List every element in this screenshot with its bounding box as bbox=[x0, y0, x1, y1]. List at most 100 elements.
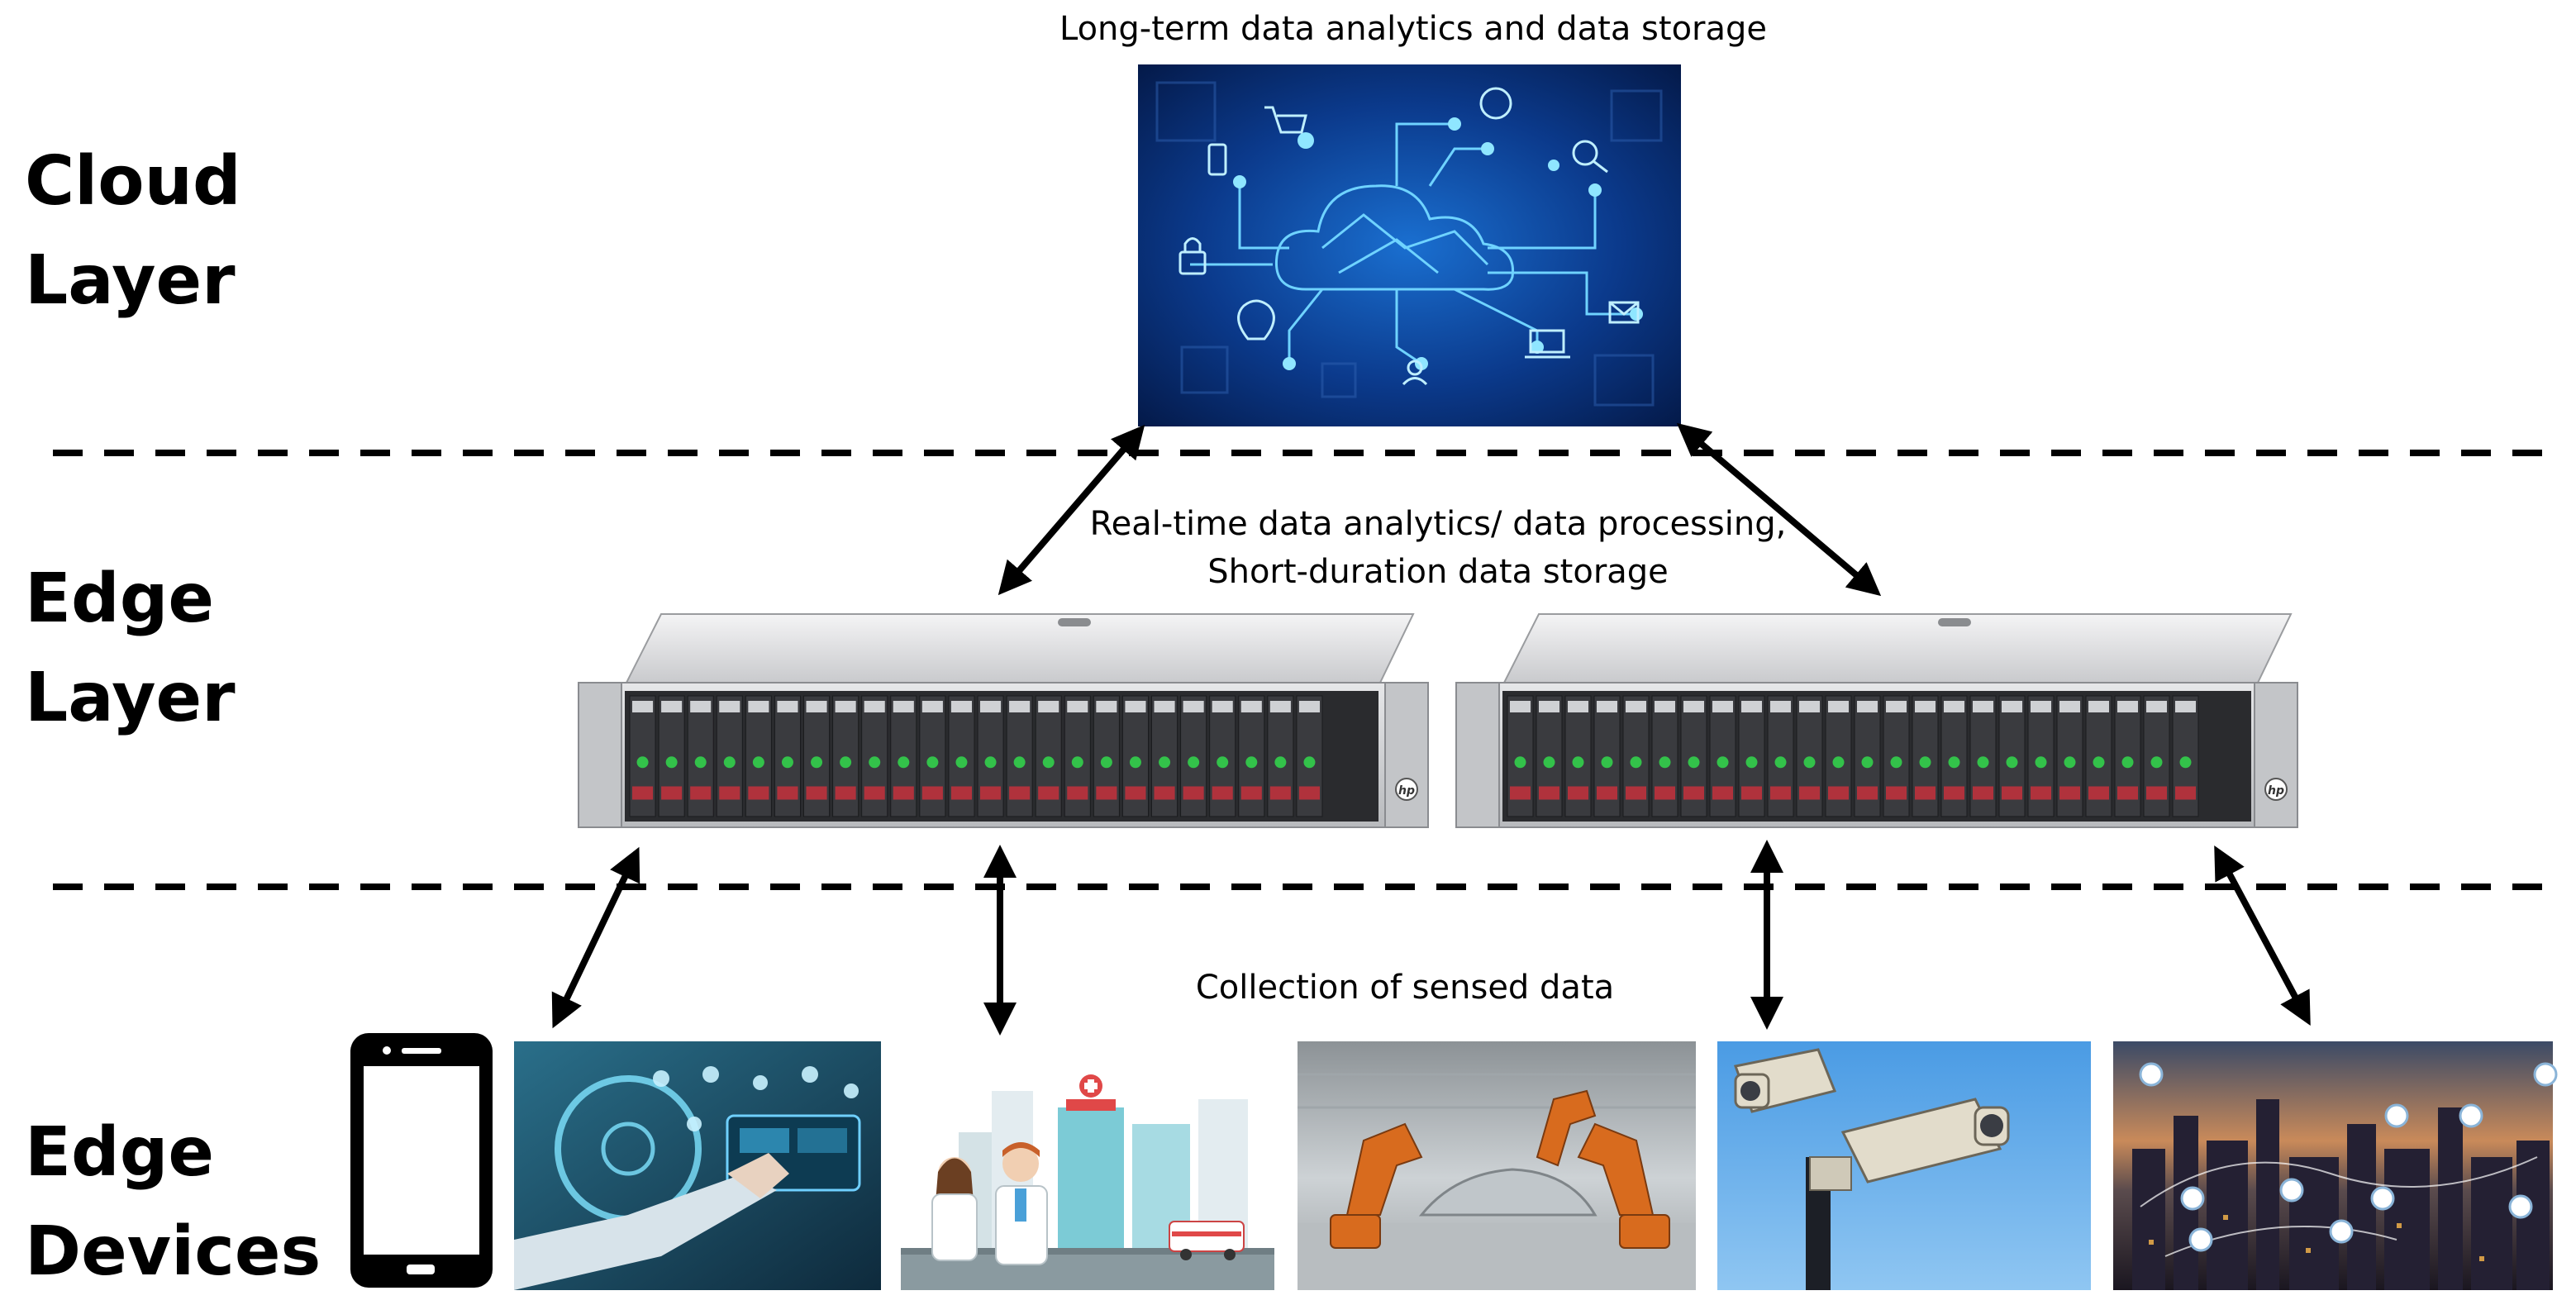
edge-devices-label-line2: Devices bbox=[25, 1212, 321, 1291]
drive-label bbox=[1212, 701, 1233, 712]
drive-pull-tab bbox=[1626, 786, 1646, 800]
drive-label bbox=[1886, 701, 1907, 712]
drive-status-led bbox=[840, 756, 852, 769]
drive-pull-tab bbox=[1799, 786, 1820, 800]
drive-pull-tab bbox=[1712, 786, 1733, 800]
drive-status-led bbox=[1745, 756, 1758, 769]
drive-status-led bbox=[752, 756, 764, 769]
drive-pull-tab bbox=[1298, 786, 1320, 800]
drive-pull-tab bbox=[1973, 786, 1993, 800]
drive-pull-tab bbox=[2002, 786, 2022, 800]
drive-label bbox=[661, 701, 683, 712]
drive-status-led bbox=[2035, 756, 2047, 769]
drive-status-led bbox=[781, 756, 793, 769]
drive-label bbox=[1096, 701, 1117, 712]
drive-label bbox=[1154, 701, 1175, 712]
hp-logo-icon: hp bbox=[2264, 778, 2288, 801]
globe-icon bbox=[1479, 87, 1512, 120]
drive-pull-tab bbox=[1212, 786, 1233, 800]
drive-label bbox=[950, 701, 972, 712]
drive-pull-tab bbox=[835, 786, 856, 800]
cloud-caption: Long-term data analytics and data storag… bbox=[1059, 10, 1767, 48]
drive-label bbox=[921, 701, 943, 712]
drive-status-led bbox=[869, 756, 881, 769]
drive-pull-tab bbox=[2175, 786, 2196, 800]
drive-label bbox=[2088, 701, 2109, 712]
drive-label bbox=[1183, 701, 1204, 712]
cloud-layer-label-line1: Cloud bbox=[25, 142, 241, 221]
drive-status-led bbox=[1630, 756, 1642, 769]
edge-layer-label-line1: Edge bbox=[25, 560, 215, 638]
drive-label bbox=[980, 701, 1002, 712]
drive-status-led bbox=[1659, 756, 1671, 769]
drive-status-led bbox=[1217, 756, 1229, 769]
drive-status-led bbox=[636, 756, 649, 769]
drive-status-led bbox=[1601, 756, 1613, 769]
magnifier-icon bbox=[1572, 140, 1598, 166]
drive-label bbox=[1038, 701, 1059, 712]
drive-label bbox=[2146, 701, 2167, 712]
drive-label bbox=[1741, 701, 1762, 712]
drive-status-led bbox=[2064, 756, 2076, 769]
drive-status-led bbox=[984, 756, 997, 769]
hp-logo-icon: hp bbox=[1395, 778, 1418, 801]
drive-status-led bbox=[1159, 756, 1171, 769]
drive-pull-tab bbox=[1857, 786, 1878, 800]
drive-pull-tab bbox=[1568, 786, 1588, 800]
drive-status-led bbox=[2006, 756, 2018, 769]
drive-pull-tab bbox=[1770, 786, 1791, 800]
drive-label bbox=[1655, 701, 1675, 712]
drive-label bbox=[1828, 701, 1849, 712]
drive-pull-tab bbox=[1828, 786, 1849, 800]
drive-pull-tab bbox=[1944, 786, 1964, 800]
drive-status-led bbox=[1890, 756, 1902, 769]
drive-status-led bbox=[1919, 756, 1931, 769]
edge-layer-label: Edge Layer bbox=[25, 550, 236, 748]
edge-layer-label-line2: Layer bbox=[25, 659, 236, 737]
drive-status-led bbox=[1245, 756, 1258, 769]
drive-pull-tab bbox=[748, 786, 769, 800]
drive-label bbox=[1597, 701, 1617, 712]
drive-status-led bbox=[1861, 756, 1874, 769]
drive-status-led bbox=[1977, 756, 1989, 769]
drive-label bbox=[2031, 701, 2051, 712]
drive-status-led bbox=[1013, 756, 1026, 769]
drive-label bbox=[835, 701, 856, 712]
arrow-cloud-to-server-right bbox=[1676, 422, 1882, 597]
drive-status-led bbox=[1071, 756, 1083, 769]
drive-label bbox=[1009, 701, 1031, 712]
laptop-icon bbox=[1529, 329, 1565, 354]
drive-pull-tab bbox=[1269, 786, 1291, 800]
drive-label bbox=[2175, 701, 2196, 712]
drive-pull-tab bbox=[1683, 786, 1704, 800]
drive-label bbox=[632, 701, 654, 712]
drive-pull-tab bbox=[2117, 786, 2138, 800]
drive-status-led bbox=[1303, 756, 1316, 769]
edge-devices-label-line1: Edge bbox=[25, 1113, 215, 1192]
drive-status-led bbox=[1042, 756, 1055, 769]
drive-pull-tab bbox=[980, 786, 1002, 800]
svg-text:hp: hp bbox=[2268, 784, 2284, 798]
drive-pull-tab bbox=[1915, 786, 1936, 800]
drive-pull-tab bbox=[690, 786, 712, 800]
drive-pull-tab bbox=[2059, 786, 2080, 800]
drive-label bbox=[690, 701, 712, 712]
drive-label bbox=[1298, 701, 1320, 712]
drive-status-led bbox=[1188, 756, 1200, 769]
smartphone-small-icon bbox=[1207, 143, 1227, 176]
connection-arrows bbox=[551, 422, 2311, 1036]
arrow-phone-to-server-left bbox=[551, 846, 640, 1029]
drive-pull-tab bbox=[864, 786, 885, 800]
server-right-drive-bays bbox=[1507, 695, 2199, 817]
edge-devices-label: Edge Devices bbox=[25, 1103, 321, 1302]
smartphone-icon bbox=[350, 1033, 493, 1288]
drive-pull-tab bbox=[1510, 786, 1531, 800]
security-cameras-image bbox=[1717, 1041, 2091, 1290]
drive-status-led bbox=[1688, 756, 1700, 769]
drive-status-led bbox=[1717, 756, 1729, 769]
drive-status-led bbox=[1129, 756, 1141, 769]
drive-label bbox=[1770, 701, 1791, 712]
server-left-drive-bays bbox=[629, 695, 1323, 817]
drive-pull-tab bbox=[1067, 786, 1088, 800]
